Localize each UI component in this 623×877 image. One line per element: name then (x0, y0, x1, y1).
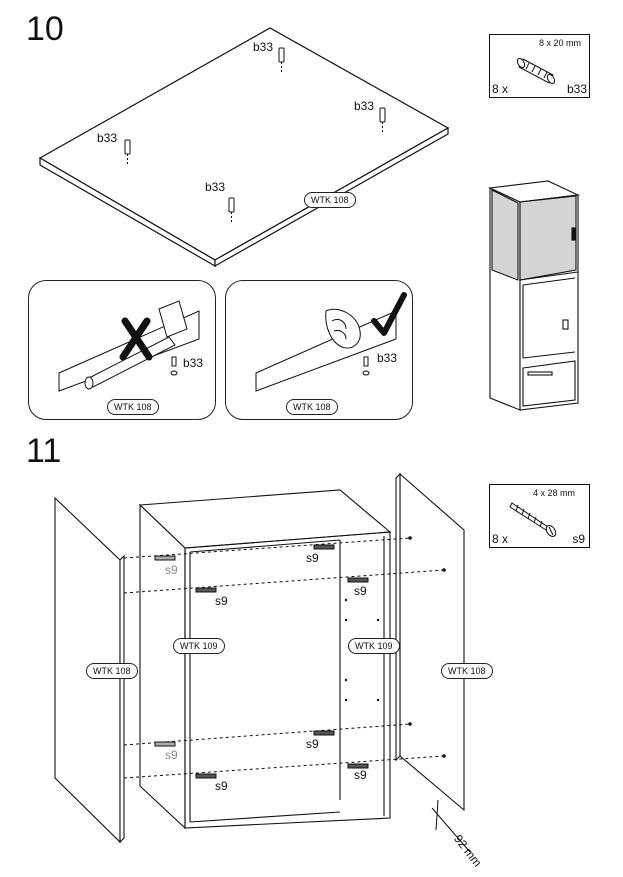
detail-wrong-part: b33 (183, 356, 204, 370)
detail-right-part: b33 (377, 351, 398, 365)
detail-right-hand: b33 WTK 108 (225, 280, 413, 420)
dowel-qty: 8 x (492, 82, 509, 96)
detail-wrong-panel-label: WTK 108 (107, 399, 159, 415)
screw-qty: 8 x (492, 532, 509, 546)
parts-box-s9: 4 x 28 mm 8 x s9 (489, 484, 590, 548)
dowel-label-left: b33 (97, 131, 118, 145)
parts-box-b33: 8 x 20 mm 8 x b33 (489, 34, 590, 98)
screw-label-6: s9 (215, 779, 228, 793)
screw-label-8: s9 (354, 768, 367, 782)
panel-label-wtk108: WTK 108 (304, 192, 356, 208)
screw-label-2: s9 (215, 594, 228, 608)
screw-label-7: s9 (306, 737, 319, 751)
detail-right-panel-label: WTK 108 (286, 399, 338, 415)
screw-label-3: s9 (306, 551, 319, 565)
screw-label-1: s9 (165, 563, 178, 577)
dowel-label-right: b33 (354, 99, 375, 113)
hand-illustration (255, 292, 407, 392)
dowel-size: 8 x 20 mm (538, 38, 581, 48)
hammer-illustration (58, 300, 200, 392)
dowel-code: b33 (566, 82, 587, 96)
dowel-label-bottom: b33 (205, 180, 226, 194)
dowel-label-top: b33 (253, 40, 274, 54)
screw-size: 4 x 28 mm (532, 488, 575, 498)
dowel-icon (516, 57, 556, 85)
side-panel-left-label: WTK 108 (86, 663, 138, 679)
step-11-number: 11 (26, 432, 62, 470)
inner-panel-right-label: WTK 109 (348, 638, 400, 654)
side-panel-right-label: WTK 108 (441, 663, 493, 679)
screw-code: s9 (572, 532, 585, 546)
detail-wrong-hammer: b33 WTK 108 (28, 280, 216, 420)
inner-panel-left-label: WTK 109 (173, 638, 225, 654)
screw-icon (509, 502, 557, 537)
screw-label-4: s9 (354, 584, 367, 598)
step-10-number: 10 (26, 10, 64, 48)
screw-label-5: s9 (165, 748, 178, 762)
